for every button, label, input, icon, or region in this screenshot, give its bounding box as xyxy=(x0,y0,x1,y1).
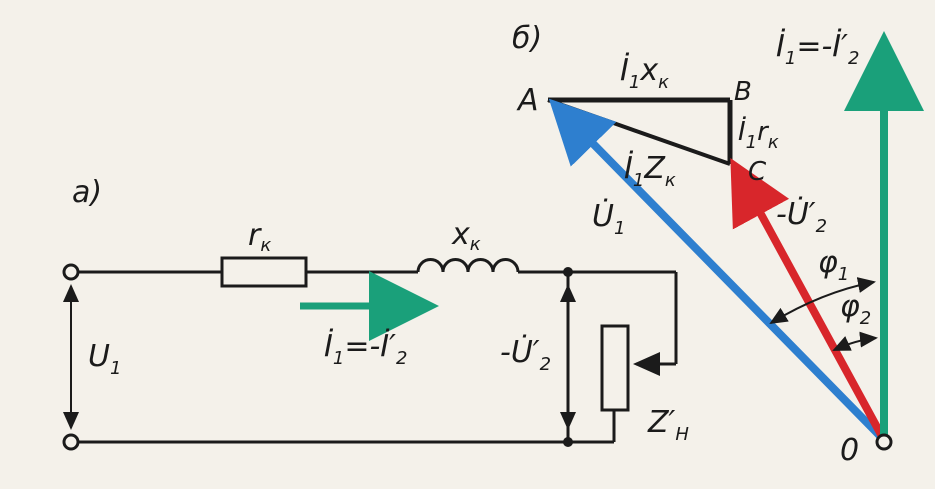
circuit-panel: а) rк xк U1 İ1=-İ′2 -U̇′2 Z′Н xyxy=(62,175,689,451)
phi1-arc xyxy=(769,277,876,325)
point-c-label: C xyxy=(748,157,767,187)
load-label: Z′Н xyxy=(647,405,689,445)
u1-phasor xyxy=(548,98,887,443)
ac-label: İ1Zк xyxy=(624,150,676,191)
ac-hypotenuse xyxy=(547,98,731,166)
current-label: İ1=-İ′2 xyxy=(324,328,407,369)
inductor-label: xк xyxy=(451,217,481,255)
load-voltage-label: -U̇′2 xyxy=(500,335,551,375)
u2-phasor-label: -U̇′2 xyxy=(776,197,827,237)
i1-phasor-label: İ1=-İ′2 xyxy=(776,28,859,69)
terminal-bottom xyxy=(62,433,80,451)
phasor-panel: б) A B C 0 İ1xк İ1rк İ1Zк U̇1 -U̇′2 İ1=-… xyxy=(512,21,924,468)
panel-a-tag: а) xyxy=(72,175,102,210)
terminal-top xyxy=(62,263,80,281)
resistor-rk xyxy=(220,256,308,288)
u1-label: U1 xyxy=(88,339,121,379)
node-top xyxy=(563,267,573,277)
bc-label: İ1rк xyxy=(738,115,779,153)
resistor-label: rк xyxy=(248,218,271,256)
phi2-arc xyxy=(832,331,878,351)
inductor-xk xyxy=(416,258,520,273)
phi2-label: φ2 xyxy=(840,289,871,329)
u1-phasor-label: U̇1 xyxy=(592,199,625,239)
ab-label: İ1xк xyxy=(620,52,669,93)
point-b-label: B xyxy=(734,77,752,107)
point-a-label: A xyxy=(516,83,539,118)
panel-b-tag: б) xyxy=(512,21,542,56)
point-o-label: 0 xyxy=(840,433,859,468)
load-impedance xyxy=(600,324,630,412)
node-bottom xyxy=(563,437,573,447)
phi1-label: φ1 xyxy=(818,245,849,285)
origin-point xyxy=(875,433,893,451)
